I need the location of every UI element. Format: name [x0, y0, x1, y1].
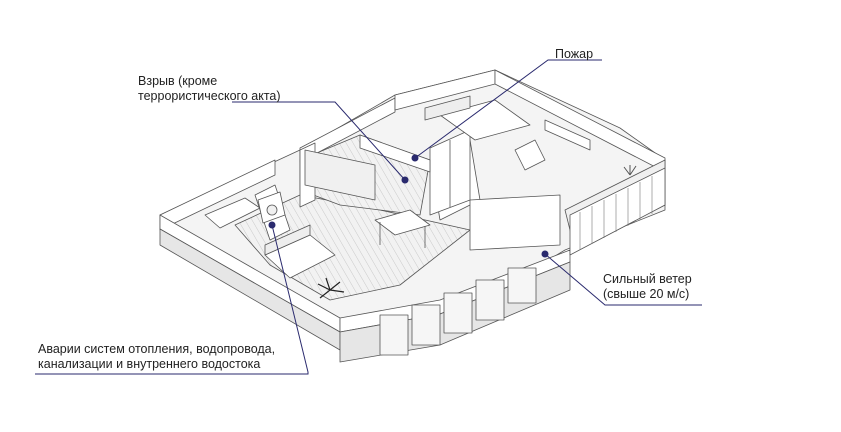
balcony-plant	[623, 165, 637, 176]
fire-marker	[411, 154, 419, 162]
label-explosion: Взрыв (кроме террористического акта)	[138, 74, 281, 104]
balcony-rail	[569, 167, 666, 256]
label-utilities-line2: канализации и внутреннего водостока	[38, 357, 261, 371]
label-wind-line1: Сильный ветер	[603, 272, 692, 286]
label-utilities-line1: Аварии систем отопления, водопровода,	[38, 342, 276, 356]
bed-headboard	[424, 95, 471, 121]
plant	[317, 277, 345, 299]
label-wind: Сильный ветер (свыше 20 м/с)	[603, 272, 692, 302]
utilities-leader	[35, 224, 309, 375]
window-panel-5	[507, 267, 537, 304]
partition-hall	[469, 194, 561, 251]
label-utilities: Аварии систем отопления, водопровода, ка…	[38, 342, 275, 372]
utilities-marker	[268, 221, 276, 229]
window-panel-4	[475, 279, 505, 321]
sofa-back	[264, 224, 311, 256]
label-fire: Пожар	[555, 47, 593, 62]
wind-marker	[541, 250, 549, 258]
kitchen-counter	[359, 134, 431, 173]
armchair	[514, 139, 546, 171]
label-fire-text: Пожар	[555, 47, 594, 61]
window-panel-1	[379, 314, 409, 356]
explosion-leader	[232, 101, 406, 181]
dining-table	[374, 209, 431, 236]
window-panel-3	[443, 292, 473, 334]
label-explosion-line1: Взрыв (кроме	[138, 74, 218, 88]
wind-leader	[544, 253, 702, 306]
explosion-marker	[401, 176, 409, 184]
label-wind-line2: (свыше 20 м/с)	[603, 287, 690, 301]
label-explosion-line2: террористического акта)	[138, 89, 281, 103]
desk	[544, 119, 591, 151]
window-panel-2	[411, 304, 441, 346]
fire-leader	[414, 59, 602, 159]
kitchen-island	[304, 149, 376, 201]
